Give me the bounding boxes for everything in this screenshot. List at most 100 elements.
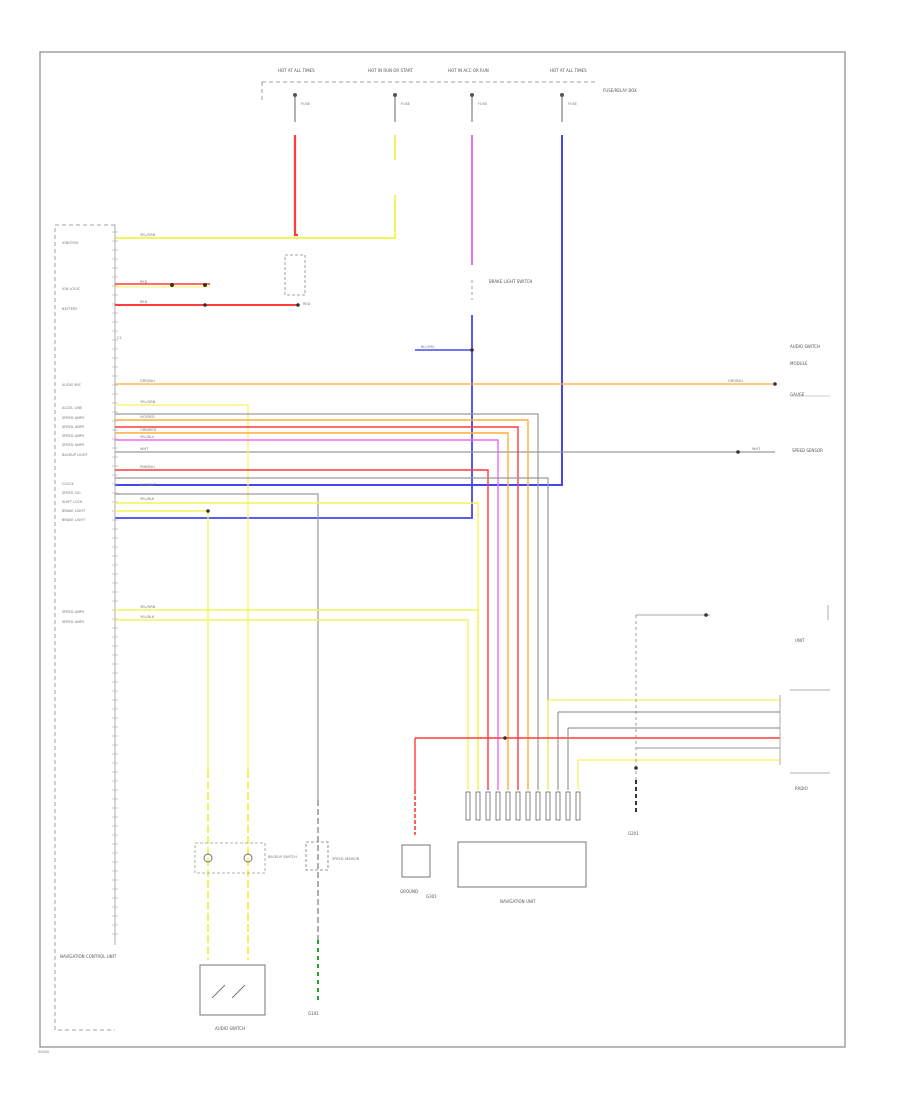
svg-text:FUSE: FUSE xyxy=(401,102,410,106)
pin-label: SPEED AMPS xyxy=(62,610,85,614)
bundle-pin xyxy=(485,791,491,821)
module-connector: C1 xyxy=(54,224,122,1031)
pin-label: SPEED AMPS xyxy=(62,416,85,420)
svg-text:YEL/BLK: YEL/BLK xyxy=(140,497,155,501)
relay-connector xyxy=(284,254,306,296)
right-unit-wires xyxy=(414,613,830,790)
bundle-pin xyxy=(565,791,571,821)
pin-label: SPEED AMPS xyxy=(62,434,85,438)
red-feed-wire xyxy=(293,135,298,237)
svg-text:NAVIGATION CONTROL UNIT: NAVIGATION CONTROL UNIT xyxy=(60,954,117,959)
svg-text:WHT: WHT xyxy=(140,447,149,451)
brake-switch-label: BRAKE LIGHT SWITCH xyxy=(489,279,532,284)
fuse-symbol: FUSE xyxy=(470,93,487,122)
svg-text:FUSE: FUSE xyxy=(301,102,310,106)
feed-wires xyxy=(115,135,563,486)
module-pin-labels: IGNITION IGN LOGIC BATTERY AUDIO MIC ACC… xyxy=(62,241,88,624)
pin-label: SPEED AMPS xyxy=(62,443,85,447)
pin-label: BRAKE LIGHT xyxy=(62,518,86,522)
svg-text:PNK/BLU: PNK/BLU xyxy=(140,465,155,469)
svg-text:SPEED SENSOR: SPEED SENSOR xyxy=(332,857,360,861)
svg-text:BLU/WHT: BLU/WHT xyxy=(140,483,157,487)
svg-text:YEL/GRN: YEL/GRN xyxy=(140,400,156,404)
svg-text:GRY/BLU: GRY/BLU xyxy=(140,379,155,383)
yellow-feed-wire xyxy=(115,135,396,239)
connector-pin-ticks xyxy=(112,231,118,935)
ground-box-label: GROUND xyxy=(400,889,418,894)
fuse-symbol: FUSE xyxy=(393,93,410,122)
bundle-pin xyxy=(545,791,551,821)
svg-text:RED: RED xyxy=(140,280,148,284)
svg-text:AUDIO SWITCH: AUDIO SWITCH xyxy=(790,344,820,349)
speed-sensor-wire: SPEED SENSOR G101 xyxy=(305,800,360,1016)
svg-text:WHT: WHT xyxy=(752,447,761,451)
svg-text:YEL/GRN: YEL/GRN xyxy=(140,605,156,609)
navigation-unit-label: NAVIGATION UNIT xyxy=(500,899,536,904)
top-feed-label: HOT AT ALL TIMES xyxy=(550,68,587,73)
svg-text:SPEED SENSOR: SPEED SENSOR xyxy=(792,448,823,453)
svg-text:C1: C1 xyxy=(117,336,122,340)
footer-code: S0040 xyxy=(38,1050,49,1054)
pin-label: BATTERY xyxy=(62,307,78,311)
pin-label: BACKUP LIGHT xyxy=(62,453,88,457)
svg-text:FUSE: FUSE xyxy=(568,102,577,106)
top-feed-labels: HOT AT ALL TIMES HOT IN RUN OR START HOT… xyxy=(278,68,637,93)
svg-text:YEL/BLU: YEL/BLU xyxy=(140,435,155,439)
top-feed-label: HOT IN ACC OR RUN xyxy=(448,68,489,73)
pin-label: SPEED AMPS xyxy=(62,425,85,429)
bundle-pin xyxy=(475,791,481,821)
bundle-pin xyxy=(535,791,541,821)
ground-box xyxy=(401,844,431,878)
fuses: FUSE FUSE FUSE FUSE xyxy=(293,93,577,122)
bundle-pin xyxy=(465,791,471,821)
right-connector-labels: AUDIO SWITCH GAUGE SPEED SENSOR UNIT RAD… xyxy=(790,344,830,791)
svg-text:YEL/BLK: YEL/BLK xyxy=(140,615,155,619)
audio-switch-box xyxy=(199,964,266,1016)
fuse-symbol: FUSE xyxy=(560,93,577,122)
svg-text:VIO/RED: VIO/RED xyxy=(140,415,155,419)
svg-text:UNIT: UNIT xyxy=(795,638,805,643)
bundle-connector-pins xyxy=(465,791,581,821)
module-wires: RED RED YEL/GRN GRY/BLU GRY/BLU WHT WHT … xyxy=(115,233,777,800)
bundle-pin xyxy=(555,791,561,821)
fuse-symbol: FUSE xyxy=(293,93,310,122)
svg-text:MODULE: MODULE xyxy=(790,361,808,366)
svg-text:RADIO: RADIO xyxy=(795,786,808,791)
bottom-switches: BACKUP SWITCH AUDIO SWITCH xyxy=(194,770,297,1031)
pin-label: BRAKE LIGHT xyxy=(62,509,86,513)
svg-text:G301: G301 xyxy=(426,894,437,899)
right-ground: G201 G301 xyxy=(426,780,639,899)
svg-text:FUSE: FUSE xyxy=(478,102,487,106)
top-feed-label: HOT AT ALL TIMES xyxy=(278,68,315,73)
svg-text:ORN/RED: ORN/RED xyxy=(140,428,157,432)
module-label: NAVIGATION CONTROL UNIT xyxy=(60,954,117,959)
pin-label: IGNITION xyxy=(62,241,78,245)
pin-label: SHIFT LOCK xyxy=(62,500,83,504)
navigation-unit xyxy=(457,841,587,888)
svg-text:YEL/GRN: YEL/GRN xyxy=(140,233,156,237)
svg-text:GAUGE: GAUGE xyxy=(790,392,805,397)
svg-text:AUDIO SWITCH: AUDIO SWITCH xyxy=(215,1026,245,1031)
blue-brake-wire xyxy=(115,315,473,519)
bundle-pin xyxy=(575,791,581,821)
pin-label: ACCEL LINE xyxy=(62,406,82,410)
svg-text:RED: RED xyxy=(303,302,311,306)
svg-text:BLU/YEL: BLU/YEL xyxy=(421,345,435,349)
bundle-pin xyxy=(505,791,511,821)
pin-label: IGN LOGIC xyxy=(62,287,81,291)
pin-label: AUDIO MIC xyxy=(62,383,82,387)
bundle-pin xyxy=(515,791,521,821)
bundle-pin xyxy=(495,791,501,821)
pin-label: SPEED SIG xyxy=(62,491,81,495)
diagram-frame xyxy=(39,51,846,1048)
fuse-box-label: FUSE/RELAY BOX xyxy=(603,88,637,93)
svg-text:GRY/BLU: GRY/BLU xyxy=(728,379,743,383)
bundle-pin xyxy=(525,791,531,821)
blue-feed-wire xyxy=(115,135,563,486)
svg-text:G101: G101 xyxy=(308,1011,319,1016)
pin-label: CLOCK xyxy=(62,482,74,486)
top-feed-label: HOT IN RUN OR START xyxy=(368,68,413,73)
svg-text:BACKUP SWITCH: BACKUP SWITCH xyxy=(268,855,297,859)
svg-text:RED: RED xyxy=(140,300,148,304)
